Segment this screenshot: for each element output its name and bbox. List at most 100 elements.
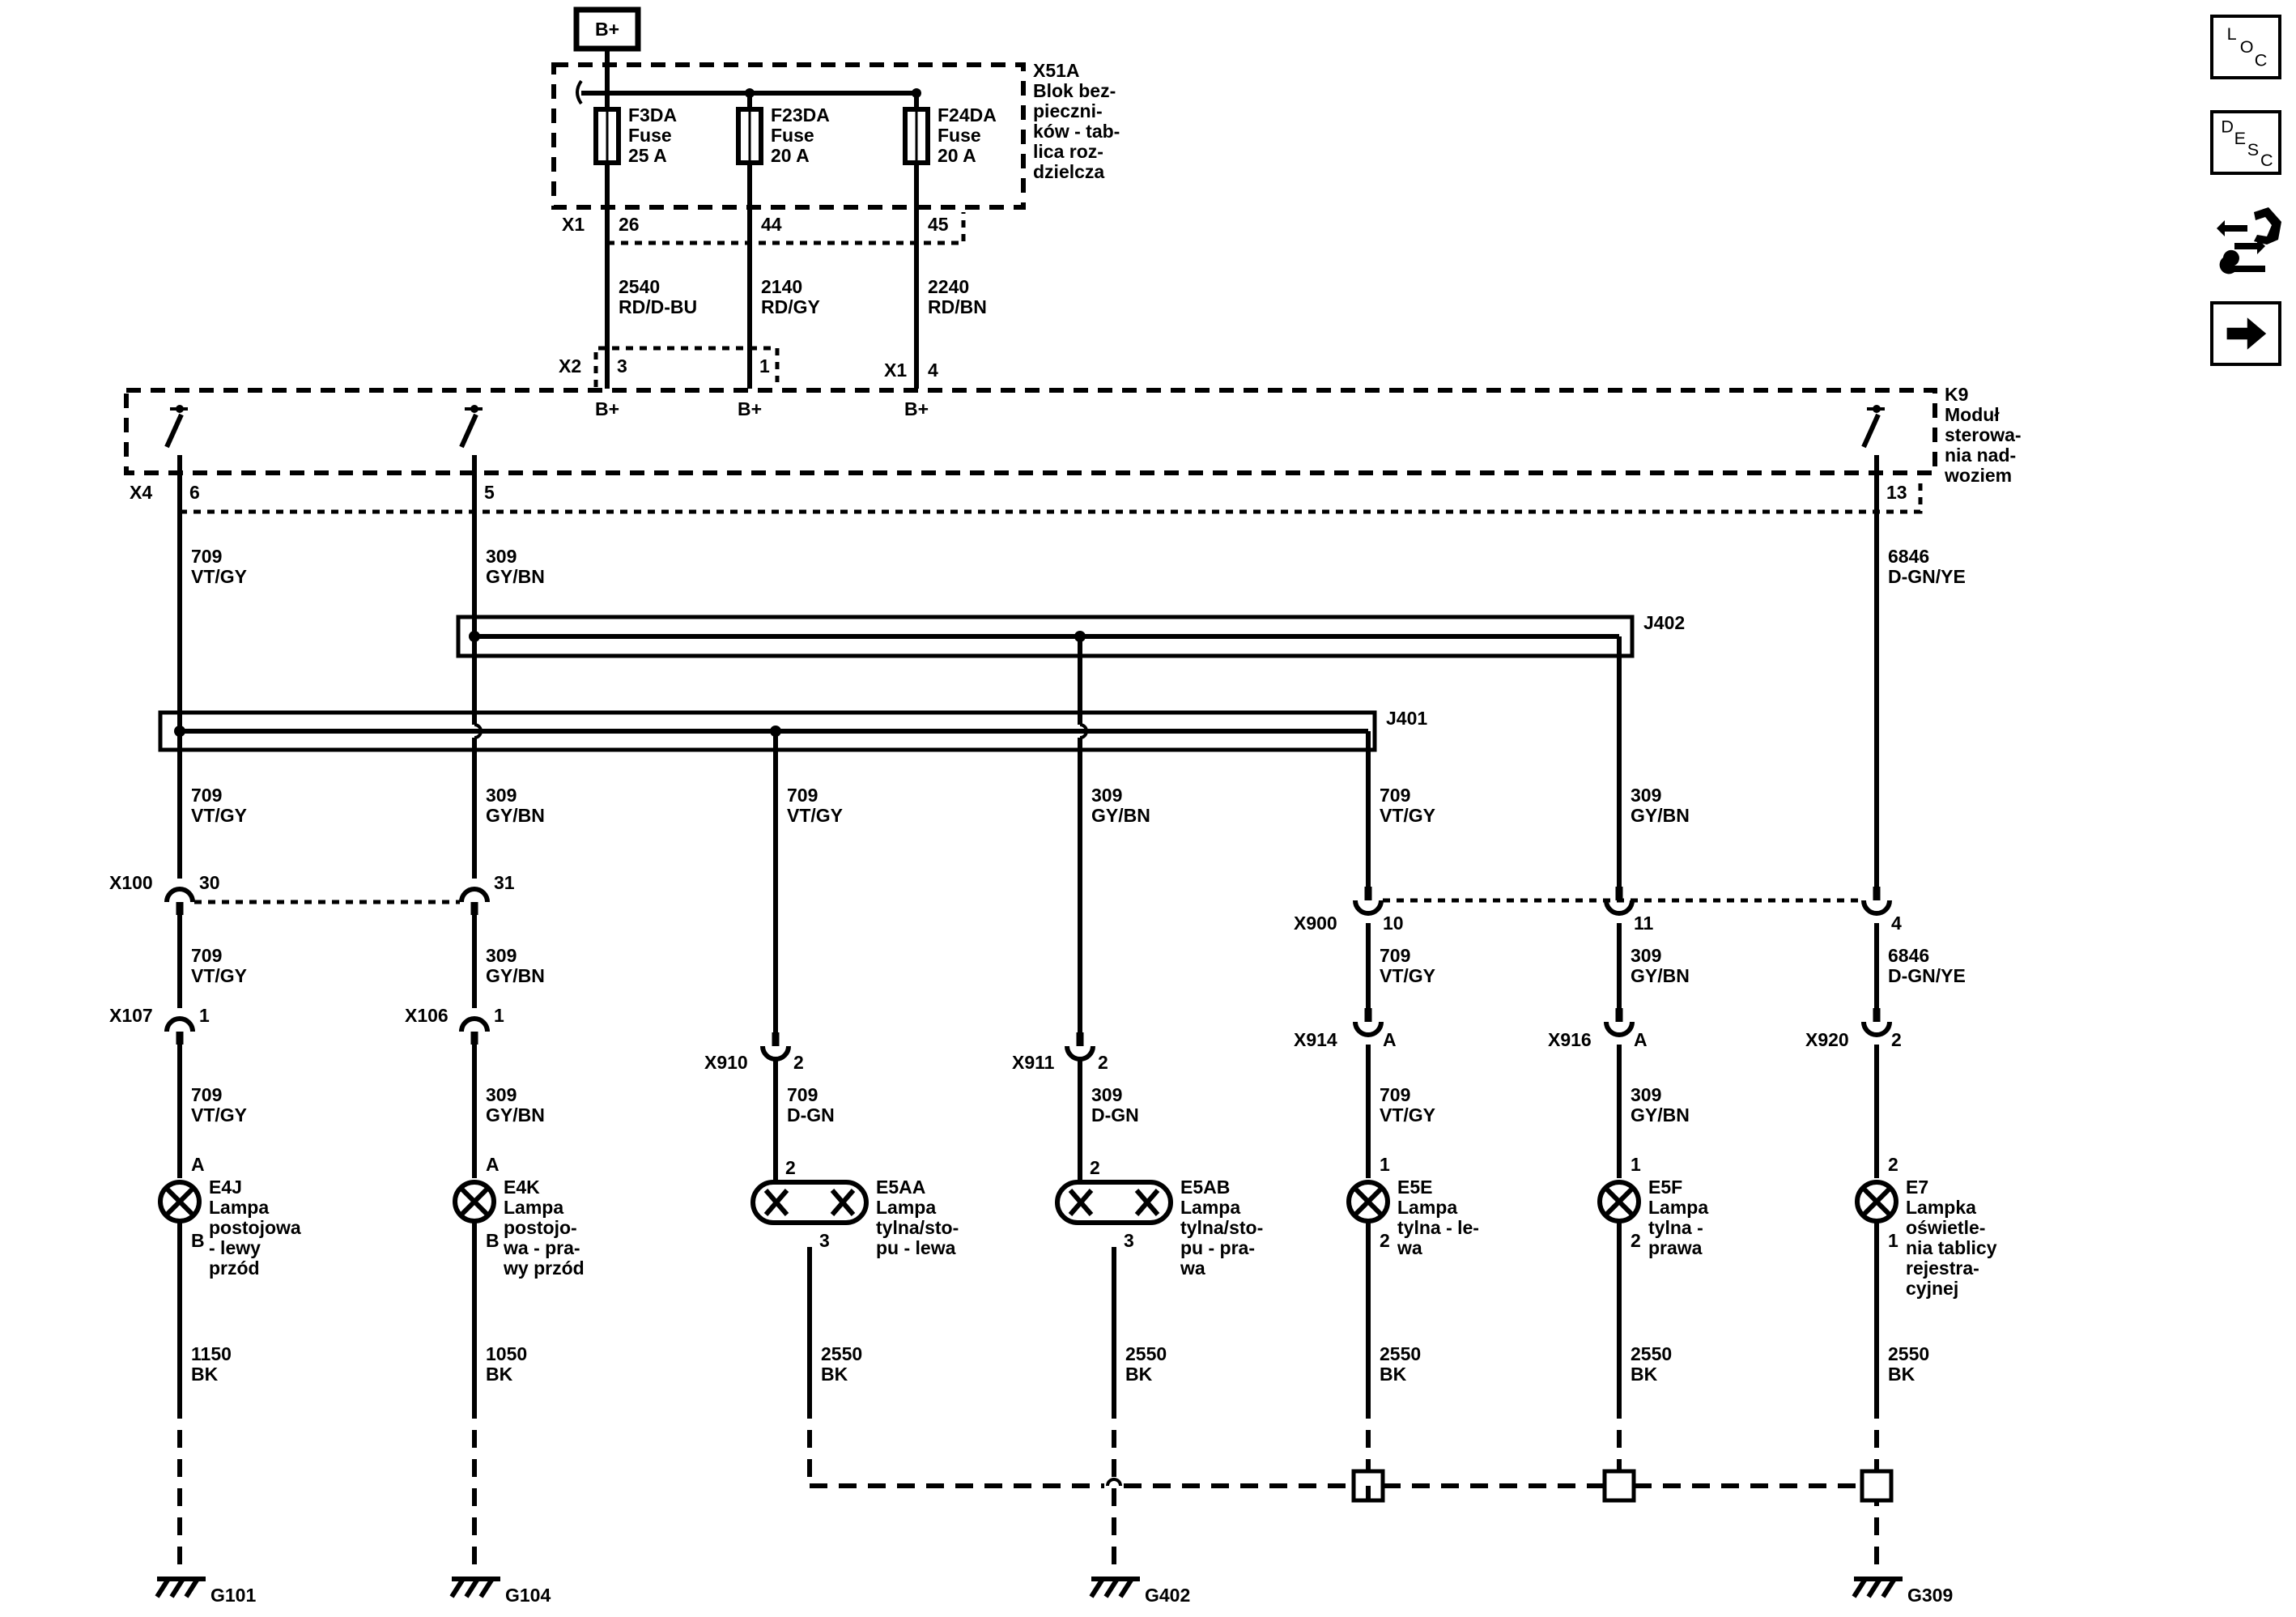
- lamp-e7-icon: [1855, 1180, 1898, 1223]
- wire-label-circuit: 709: [787, 1084, 818, 1105]
- fuse-f23da-name: F23DA: [771, 104, 830, 126]
- connector-x910-id: X910: [704, 1052, 748, 1073]
- wire-label-color: GY/BN: [486, 805, 545, 826]
- connector-pin: 1: [199, 1005, 210, 1026]
- connector-pin: 4: [1891, 913, 1902, 934]
- loc-letter: L: [2227, 23, 2237, 44]
- fuse-block-desc-1: Blok bez-: [1033, 80, 1116, 101]
- connector-pin: 31: [494, 872, 515, 893]
- module-k9-desc: nia nad-: [1945, 445, 2016, 466]
- lamp-pin: 2: [785, 1157, 796, 1178]
- lamp-desc: Lampa: [504, 1197, 563, 1218]
- wire-label-circuit: 2550: [1125, 1343, 1167, 1364]
- splice-pack-j401: [158, 710, 1377, 752]
- wire-label-color: BK: [821, 1364, 848, 1385]
- wire-label-color: BK: [1888, 1364, 1915, 1385]
- fuse-f24da-type: Fuse: [938, 125, 981, 146]
- connector-x100-id: X100: [109, 872, 153, 893]
- wire-label-circuit: 709: [191, 785, 222, 806]
- module-out-pin: 13: [1886, 482, 1907, 503]
- connector-x916-id: X916: [1548, 1029, 1592, 1050]
- lamp-pin: A: [486, 1154, 500, 1175]
- connector-pin: A: [1634, 1029, 1648, 1050]
- wire-label-color: D-GN: [787, 1104, 835, 1126]
- connector-x920-id: X920: [1805, 1029, 1849, 1050]
- connector-x900-id: X900: [1294, 913, 1337, 934]
- wire-label-circuit: 2550: [1888, 1343, 1929, 1364]
- wire-label-color: RD/GY: [761, 296, 820, 317]
- fuse-f23da-rating: 20 A: [771, 145, 810, 166]
- desc-letter: C: [2260, 150, 2273, 170]
- lamp-e4k-id: E4K: [504, 1177, 540, 1198]
- module-pin-3: 3: [617, 355, 627, 377]
- lamp-pin: 2: [1631, 1230, 1641, 1251]
- connector-x914-id: X914: [1294, 1029, 1337, 1050]
- wire-label-color: D-GN/YE: [1888, 566, 1966, 587]
- wire-label-color: D-GN: [1091, 1104, 1139, 1126]
- connector-repair-button[interactable]: [2209, 201, 2286, 279]
- wire-label-color: GY/BN: [486, 566, 545, 587]
- wire-label-circuit: 709: [1380, 1084, 1410, 1105]
- wire-label-color: GY/BN: [1631, 1104, 1690, 1126]
- lamp-e4k-icon: [453, 1180, 496, 1223]
- lamp-e5e-icon: [1346, 1180, 1390, 1223]
- wire-label-color: BK: [1380, 1364, 1407, 1385]
- lamp-desc: Lampa: [1180, 1197, 1240, 1218]
- wire-label-color: VT/GY: [1380, 1104, 1435, 1126]
- fuse-f24da-name: F24DA: [938, 104, 997, 126]
- connector-x4-outline: [180, 478, 1923, 514]
- connector-pin: 2: [1891, 1029, 1902, 1050]
- lamp-desc: pu - pra-: [1180, 1237, 1255, 1258]
- lamp-e4j-icon: [158, 1180, 202, 1223]
- lamp-desc: Lampa: [1648, 1197, 1708, 1218]
- ground-g402-icon: [1089, 1577, 1140, 1598]
- lamp-desc: nia tablicy: [1906, 1237, 1997, 1258]
- fuse-f3da-name: F3DA: [628, 104, 677, 126]
- connector-x2-outline: [593, 346, 780, 387]
- description-view-button[interactable]: D E S C: [2210, 110, 2281, 175]
- module-pin-1: 1: [759, 355, 770, 377]
- connector-x1-fuse-outline: [607, 212, 966, 245]
- wire-label-color: VT/GY: [191, 1104, 247, 1126]
- lamp-e5aa-id: E5AA: [876, 1177, 925, 1198]
- lamp-desc: wa - pra-: [503, 1237, 580, 1258]
- lamp-desc: prawa: [1648, 1237, 1703, 1258]
- wire-label-color: VT/GY: [787, 805, 843, 826]
- wire-label-circuit: 309: [1091, 785, 1122, 806]
- lamp-desc: tylna/sto-: [876, 1217, 959, 1238]
- fuse-f3da-rating: 25 A: [628, 145, 667, 166]
- module-k9-desc: sterowa-: [1945, 424, 2022, 445]
- lamp-desc: Lampa: [876, 1197, 936, 1218]
- wire-label-color: RD/D-BU: [619, 296, 697, 317]
- wire-label-circuit: 309: [486, 546, 517, 567]
- lamp-desc: Lampa: [1397, 1197, 1457, 1218]
- lamp-desc: pu - lewa: [876, 1237, 956, 1258]
- lamp-desc: wa: [1180, 1257, 1205, 1279]
- lamp-desc: oświetle-: [1906, 1217, 1985, 1238]
- connector-x4-id: X4: [130, 482, 152, 503]
- next-page-button[interactable]: [2210, 301, 2281, 366]
- arrow-right-icon: [2226, 317, 2267, 350]
- lamp-pin: 1: [1888, 1230, 1898, 1251]
- lamp-desc: postojo-: [504, 1217, 577, 1238]
- connector-x2-id: X2: [559, 355, 581, 377]
- ground-g104-id: G104: [505, 1585, 551, 1606]
- location-view-button[interactable]: L O C: [2210, 15, 2281, 79]
- module-out-pin: 5: [484, 482, 495, 503]
- ground-g309-icon: [1852, 1577, 1903, 1598]
- module-k9-desc: Moduł: [1945, 404, 2000, 425]
- desc-letter: S: [2247, 139, 2259, 160]
- wire-label-color: RD/BN: [928, 296, 987, 317]
- lamp-desc: wa: [1397, 1237, 1422, 1258]
- module-out-pin: 6: [189, 482, 200, 503]
- ground-bus: [810, 1469, 1894, 1503]
- lamp-pin: 1: [1631, 1154, 1641, 1175]
- lamp-pin: B: [486, 1230, 500, 1251]
- wire-label-circuit: 1050: [486, 1343, 527, 1364]
- splice-j402-id: J402: [1643, 612, 1685, 633]
- lamp-desc: wy przód: [503, 1257, 585, 1279]
- connector-x107-id: X107: [109, 1005, 153, 1026]
- fuse-pin-26: 26: [619, 214, 640, 235]
- ground-g104-icon: [449, 1577, 500, 1598]
- lamp-pin: B: [191, 1230, 205, 1251]
